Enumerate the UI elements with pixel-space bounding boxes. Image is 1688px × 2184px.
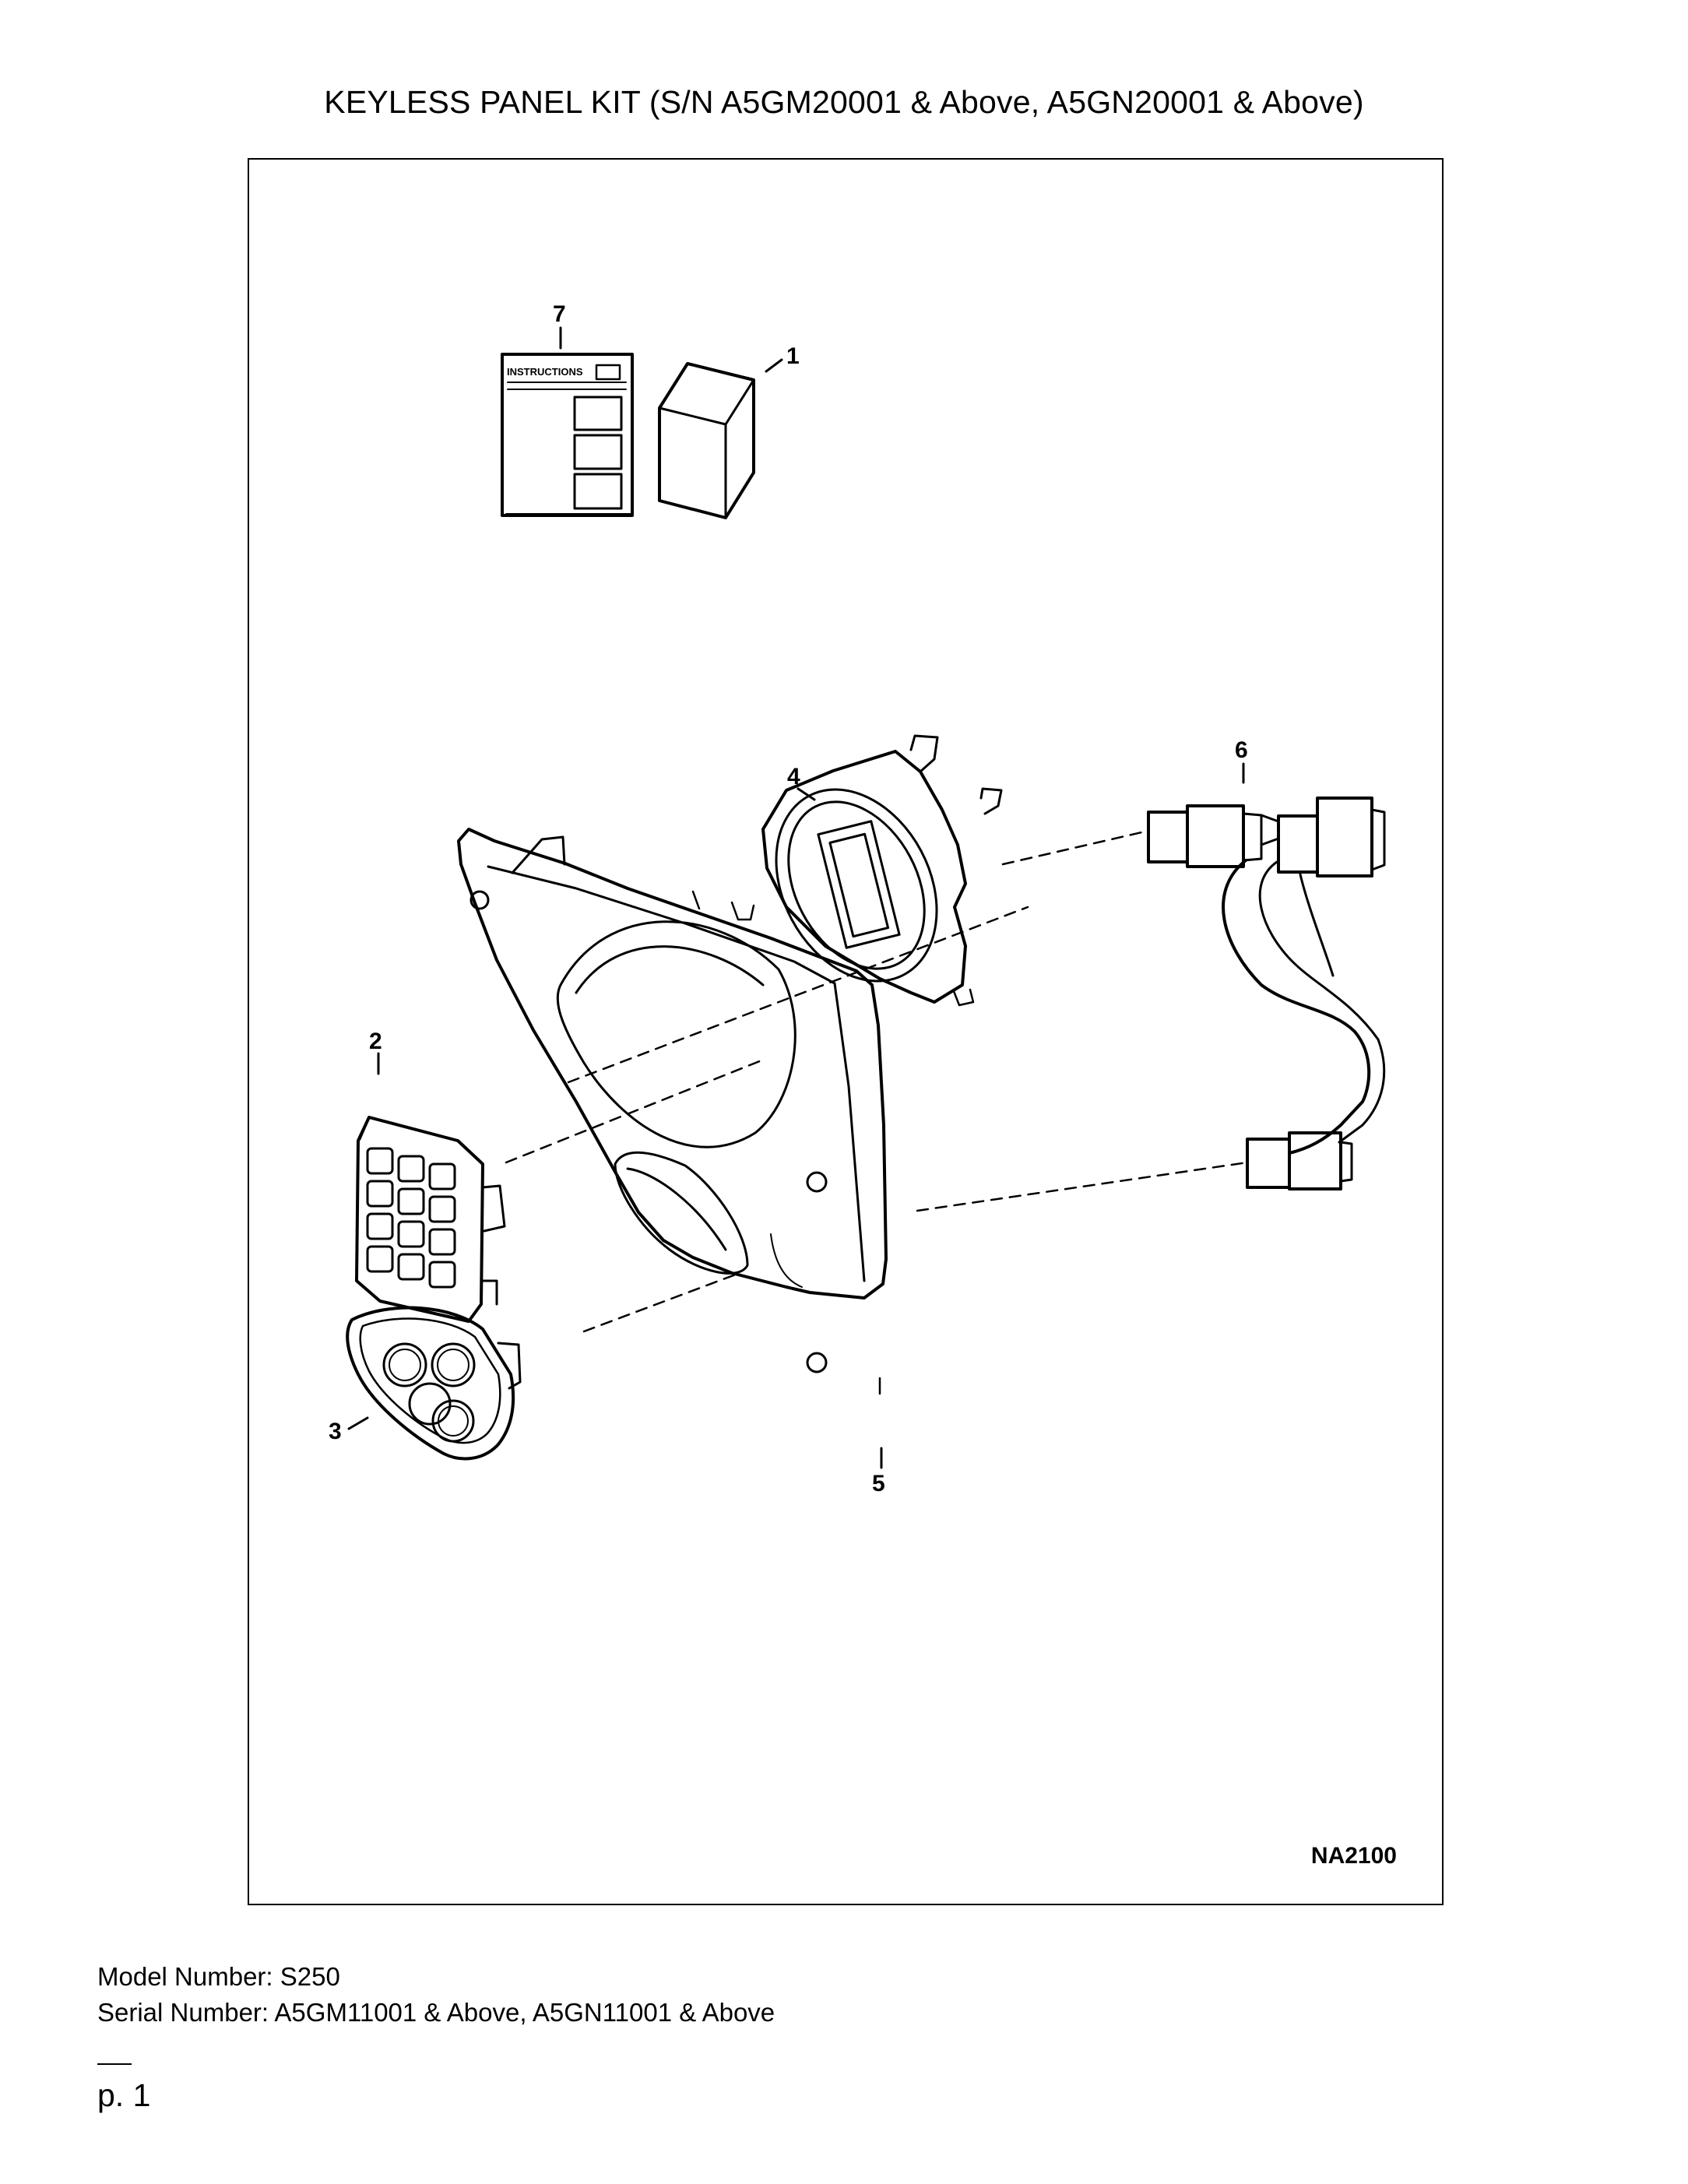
instructions-sheet [501,326,634,517]
callout-4: 4 [787,764,800,790]
page-title: KEYLESS PANEL KIT (S/N A5GM20001 & Above… [324,84,1364,120]
callout-2: 2 [369,1029,382,1054]
wiring-harness [1147,762,1386,1190]
switch-plate [346,1306,522,1461]
drawing-id: NA2100 [1310,1843,1397,1869]
instructions-label: INSTRUCTIONS [507,366,583,378]
callout-5: 5 [872,1471,885,1496]
serial-number: Serial Number: A5GM11001 & Above, A5GN11… [97,1998,775,2027]
assembly-lines [505,829,1249,1333]
model-number: Model Number: S250 [97,1962,340,1991]
callout-3: 3 [329,1419,342,1444]
diagram-frame: INSTRUCTIONS 7 1 4 6 2 3 5 NA2100 [248,158,1444,1905]
oval-bezel [761,734,1003,1007]
callout-1: 1 [786,343,800,369]
part-box [658,358,783,519]
page-number-rule [97,2063,132,2065]
callout-6: 6 [1235,737,1248,763]
keypad [355,1052,506,1323]
panel-housing [457,828,888,1395]
exploded-parts-diagram: INSTRUCTIONS 7 1 4 6 2 3 5 [329,301,1386,1496]
page-number: p. 1 [97,2077,151,2113]
callout-7: 7 [553,301,566,327]
